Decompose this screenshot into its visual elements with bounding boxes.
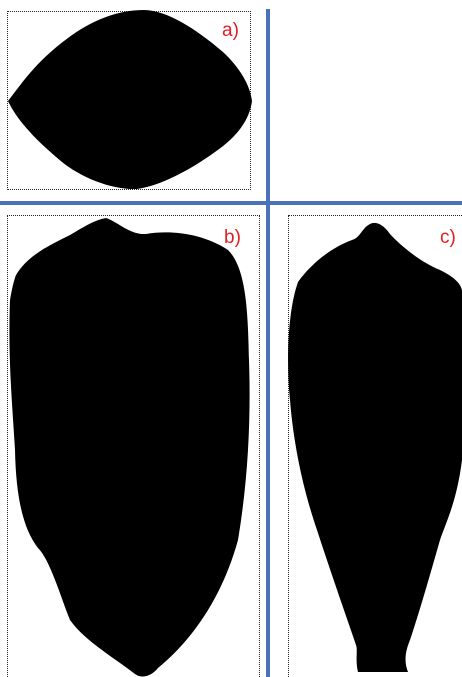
shape-b	[9, 218, 249, 676]
horizontal-divider	[0, 201, 462, 205]
shape-a	[8, 10, 252, 189]
panel-label-b: b)	[224, 228, 241, 247]
panel-label-c: c)	[440, 228, 456, 247]
shape-c	[288, 223, 462, 672]
vertical-divider	[266, 9, 270, 677]
panel-label-a: a)	[222, 21, 239, 40]
